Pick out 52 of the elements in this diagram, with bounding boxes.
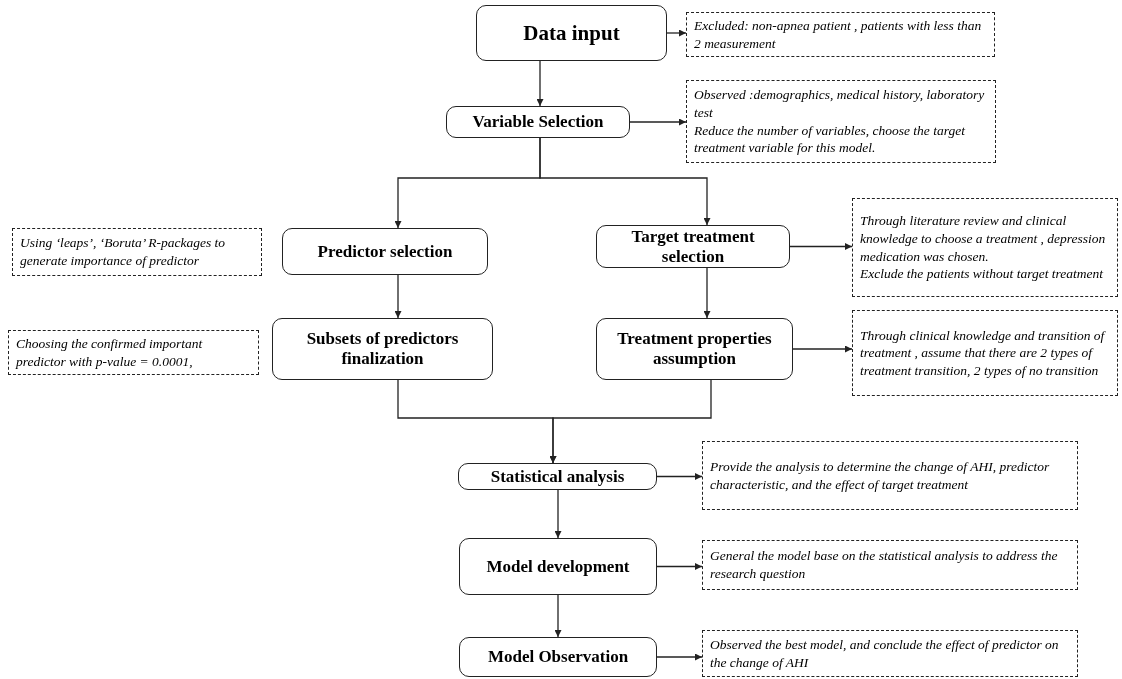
process-box xyxy=(596,318,793,380)
note-box xyxy=(702,540,1078,590)
note-box xyxy=(686,12,995,57)
process-box xyxy=(282,228,488,275)
arrow xyxy=(656,563,703,570)
process-box xyxy=(459,637,657,677)
process-box xyxy=(596,225,790,268)
note-text: Using ‘leaps’, ‘Boruta’ R-packages to generate importance of predictor xyxy=(20,234,227,270)
note-box xyxy=(852,310,1118,396)
arrow xyxy=(549,379,712,464)
arrow xyxy=(656,653,703,661)
arrow xyxy=(666,29,687,37)
step-label: Data input xyxy=(523,20,620,46)
note-box xyxy=(702,630,1078,677)
step-label: Statistical analysis xyxy=(490,466,625,487)
note-text: Excluded: non-apnea patient , patients with less than 2 measurement xyxy=(694,16,983,53)
arrow xyxy=(629,118,687,126)
step-label: Model development xyxy=(486,556,630,577)
process-box xyxy=(459,538,657,595)
arrow xyxy=(789,243,853,250)
note-text: Choosing the confirmed important predictor with p-value = 0.0001, xyxy=(16,334,204,371)
note-text: Through literature review and clinical knowledge to choose a treatment , depression medication was chosen. xyxy=(860,212,1107,266)
note-text: Observed :demographics, medical history, laboratory test xyxy=(694,86,986,122)
arrow xyxy=(394,274,402,319)
arrow xyxy=(554,594,562,638)
note-box xyxy=(12,228,262,276)
arrow xyxy=(554,489,562,539)
note-text: Observed the best model, and conclude the effect of predictor on the change of AHI xyxy=(710,635,1060,672)
process-box xyxy=(458,463,657,490)
arrow xyxy=(703,267,711,319)
process-box xyxy=(446,106,630,138)
note-text: Reduce the number of variables, choose the target treatment variable for this model. xyxy=(694,121,966,157)
note-text: Exclude the patients without target treatment xyxy=(860,265,1105,283)
arrow xyxy=(536,60,544,107)
note-text: General the model base on the statistical analysis to address the research question xyxy=(710,547,1059,583)
step-label: Variable Selection xyxy=(472,112,604,132)
process-box xyxy=(476,5,667,61)
note-box xyxy=(686,80,996,163)
step-label: Subsets of predictors finalization xyxy=(305,329,460,369)
arrow xyxy=(792,345,853,353)
note-text: Provide the analysis to determine the change of AHI, predictor characteristic, and the effect of target treatment xyxy=(710,457,1051,494)
note-box xyxy=(702,441,1078,510)
arrow xyxy=(539,137,711,226)
process-box xyxy=(272,318,493,380)
step-label: Target treatment selection xyxy=(630,226,756,267)
note-box xyxy=(852,198,1118,297)
arrow xyxy=(656,473,703,480)
note-text: Through clinical knowledge and transition of treatment , assume that there are 2 types of treatment transition, 2 types of no transition xyxy=(860,326,1107,380)
step-label: Model Observation xyxy=(487,647,629,667)
step-label: Treatment properties assumption xyxy=(616,329,773,369)
step-label: Predictor selection xyxy=(317,241,453,262)
note-box xyxy=(8,330,259,375)
